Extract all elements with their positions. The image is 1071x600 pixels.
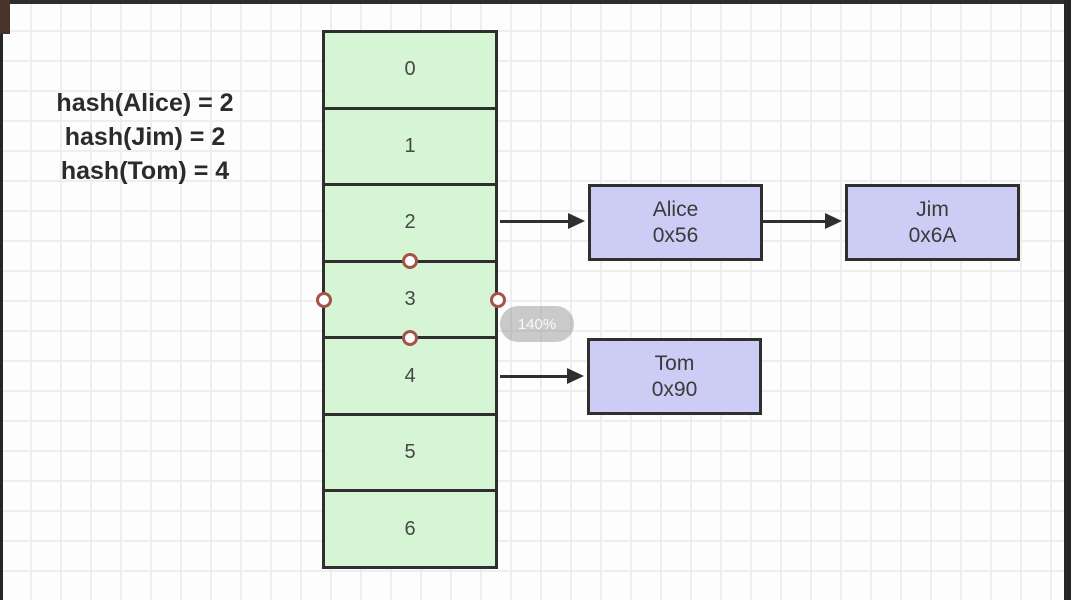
- selection-handle-top[interactable]: [402, 253, 418, 269]
- hash-slot-4[interactable]: 4: [325, 339, 495, 416]
- hash-slot-6[interactable]: 6: [404, 517, 416, 540]
- node-jim[interactable]: Jim 0x6A: [845, 184, 1020, 261]
- hash-slot-0[interactable]: 0: [325, 33, 495, 110]
- hash-slot-3-selected[interactable]: 3: [325, 263, 495, 340]
- hash-slot-5[interactable]: 5: [325, 416, 495, 493]
- hash-slot-1[interactable]: 1: [325, 110, 495, 187]
- window-right-edge: [1064, 0, 1071, 600]
- hash-annotation-alice: hash(Alice) = 2: [56, 89, 234, 117]
- arrowhead-slot4-to-tom-icon: [567, 368, 584, 384]
- node-jim-address: 0x6A: [908, 223, 957, 247]
- window-top-edge: [0, 0, 1071, 4]
- node-tom-label: Tom: [654, 351, 695, 375]
- hash-annotations[interactable]: hash(Alice) = 2 hash(Jim) = 2 hash(Tom) …: [25, 86, 265, 188]
- node-tom[interactable]: Tom 0x90: [587, 338, 762, 415]
- hash-annotation-jim: hash(Jim) = 2: [64, 123, 226, 151]
- node-tom-address: 0x90: [651, 377, 698, 401]
- selection-handle-right[interactable]: [490, 292, 506, 308]
- arrow-alice-to-jim[interactable]: [763, 220, 826, 223]
- hash-annotation-tom: hash(Tom) = 4: [60, 157, 230, 185]
- selection-handle-bottom[interactable]: [402, 330, 418, 346]
- hash-slot-2[interactable]: 2: [325, 186, 495, 263]
- node-jim-label: Jim: [916, 197, 949, 221]
- arrow-slot4-to-tom[interactable]: [500, 375, 568, 378]
- arrow-slot2-to-alice[interactable]: [500, 220, 569, 223]
- window-left-edge: [0, 0, 3, 600]
- window-corner-accent: [0, 0, 10, 34]
- selection-handle-left[interactable]: [316, 292, 332, 308]
- arrowhead-slot2-to-alice-icon: [568, 213, 585, 229]
- node-alice-label: Alice: [652, 197, 699, 221]
- hash-table-array[interactable]: 0 1 2 3 4 5 6: [322, 30, 498, 569]
- arrowhead-alice-to-jim-icon: [825, 213, 842, 229]
- node-alice[interactable]: Alice 0x56: [588, 184, 763, 261]
- zoom-level-badge: 140%: [500, 306, 574, 342]
- node-alice-address: 0x56: [652, 223, 699, 247]
